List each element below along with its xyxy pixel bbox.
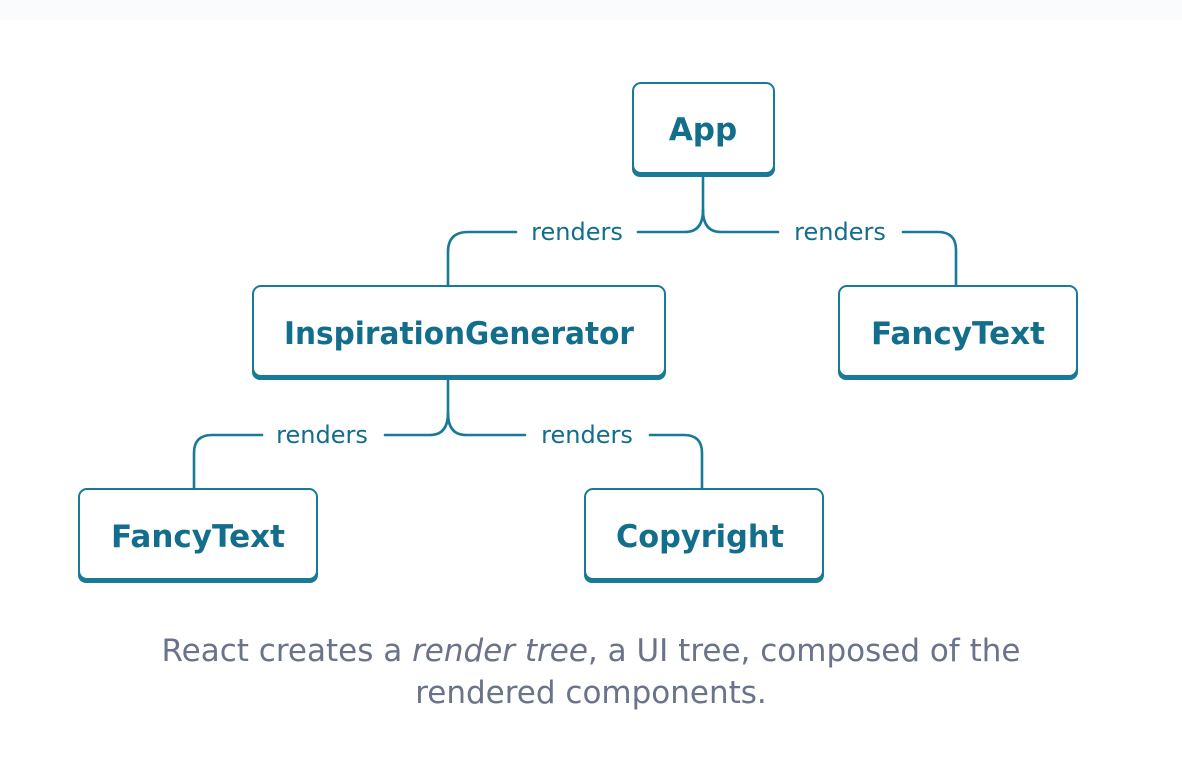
node-label-fancy-text-top: FancyText (871, 316, 1045, 352)
top-strip (0, 0, 1182, 20)
caption-text-after: , a UI tree, composed of the rendered co… (415, 633, 1021, 711)
node-fancy-text-bottom: FancyText (78, 488, 318, 583)
edge-label-inspiration-to-fancy-text: renders (276, 421, 368, 449)
edge-label-app-to-fancy-text: renders (794, 218, 886, 246)
edge-inspiration-generator-to-copyright (446, 411, 704, 491)
node-copyright: Copyright (584, 488, 824, 583)
node-inspiration-generator: InspirationGenerator (252, 285, 666, 380)
node-label-inspiration-generator: InspirationGenerator (284, 316, 635, 352)
node-label-app: App (669, 112, 737, 148)
edge-label-inspiration-to-copyright: renders (541, 421, 633, 449)
edge-label-app-to-inspiration: renders (531, 218, 623, 246)
caption-emphasis: render tree (412, 633, 588, 669)
node-fancy-text-top: FancyText (838, 285, 1078, 380)
node-label-fancy-text-bottom: FancyText (111, 519, 285, 555)
render-tree-diagram: renders renders renders renders App Insp… (78, 82, 1078, 583)
node-label-copyright: Copyright (616, 519, 784, 555)
diagram-caption: React creates a render tree, a UI tree, … (100, 630, 1082, 714)
edge-app-to-fancy-text (701, 208, 958, 288)
caption-text-before: React creates a (161, 633, 413, 669)
node-app: App (632, 82, 775, 177)
